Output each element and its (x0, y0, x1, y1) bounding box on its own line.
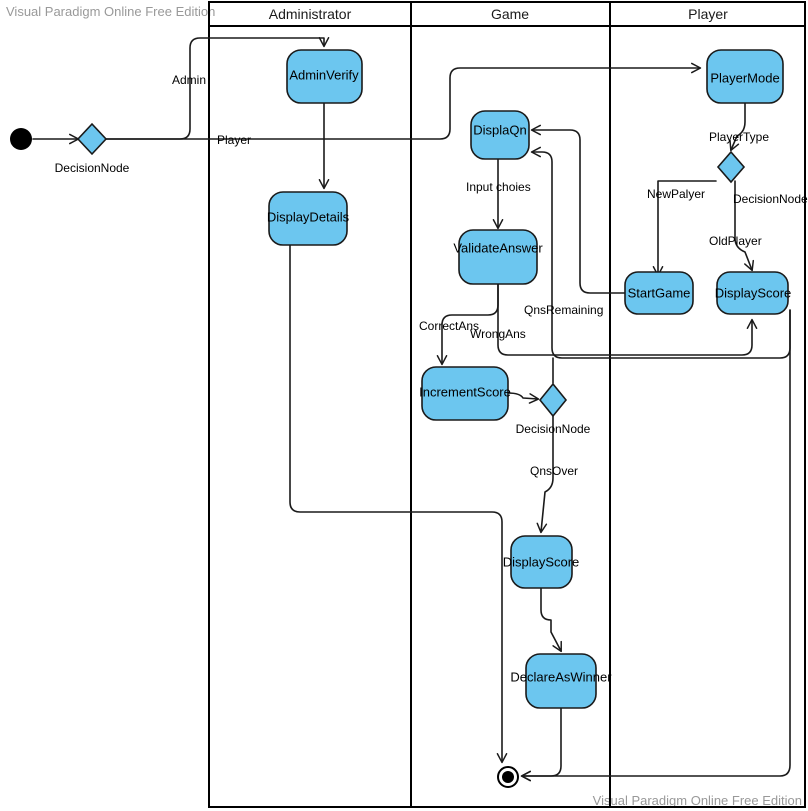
decision-player-type-diamond[interactable] (716, 150, 746, 184)
flow-displayscore-game-to-declareaswinner (540, 587, 562, 653)
initial-node-circle[interactable] (10, 128, 32, 150)
edge-label-wrong-ans: WrongAns (470, 327, 526, 341)
display-details-shape[interactable] (268, 191, 348, 246)
node-increment-score[interactable]: IncrementScore (419, 366, 511, 421)
edge-label-player-type: PlayerType (709, 130, 769, 144)
node-display-score-player[interactable]: DisplayScore (715, 271, 792, 315)
increment-score-shape[interactable] (421, 366, 509, 421)
flow-decision-oldplayer-to-displayscore (734, 180, 755, 272)
flow-validateanswer-wrongans-to-displayscore-player (497, 283, 758, 356)
lane-title-game: Game (491, 6, 529, 22)
node-declare-as-winner[interactable]: DeclareAsWinner (510, 653, 612, 709)
flow-playermode-to-decision (729, 102, 746, 152)
edge-label-correct-ans: CorrectAns (419, 319, 479, 333)
node-display-details[interactable]: DisplayDetails (267, 191, 350, 246)
decision-diamond[interactable] (76, 122, 108, 156)
display-score-player-label: DisplayScore (715, 285, 792, 300)
final-node-inner-dot (502, 771, 514, 783)
node-display-score-game[interactable]: DisplayScore (503, 535, 580, 589)
admin-verify-label: AdminVerify (289, 67, 359, 82)
decision-player-type-label: DecisionNode (733, 192, 808, 206)
flow-declareaswinner-to-end (520, 707, 562, 782)
lane-title-administrator: Administrator (269, 6, 352, 22)
displa-qn-shape[interactable] (470, 110, 530, 160)
flow-displaydetails-to-end (289, 244, 508, 764)
validate-answer-label: ValidateAnswer (453, 240, 543, 255)
edge-label-admin: Admin (172, 73, 206, 87)
node-decision-entry[interactable]: DecisionNode (55, 122, 130, 175)
node-validate-answer[interactable]: ValidateAnswer (453, 229, 543, 285)
player-mode-shape[interactable] (706, 49, 784, 104)
edge-label-new-player: NewPalyer (647, 187, 705, 201)
display-score-game-shape[interactable] (510, 535, 573, 589)
node-decision-qns[interactable]: DecisionNode (516, 382, 591, 436)
admin-verify-shape[interactable] (286, 49, 363, 104)
decision-entry-label: DecisionNode (55, 161, 130, 175)
flow-decision-qnsover-to-displayscore-game (536, 415, 554, 534)
declare-as-winner-shape[interactable] (525, 653, 597, 709)
start-game-label: StartGame (628, 285, 691, 300)
display-score-game-label: DisplayScore (503, 554, 580, 569)
lane-body-player (609, 25, 806, 808)
edge-label-qns-over: QnsOver (530, 464, 578, 478)
node-initial[interactable] (10, 128, 32, 150)
watermark-top-left: Visual Paradigm Online Free Edition (6, 4, 215, 19)
watermark-bottom-right: Visual Paradigm Online Free Edition (593, 793, 802, 808)
node-final[interactable] (497, 766, 519, 788)
decision-qns-diamond[interactable] (538, 382, 568, 418)
node-displa-qn[interactable]: DisplaQn (470, 110, 530, 160)
display-details-label: DisplayDetails (267, 209, 350, 224)
node-start-game[interactable]: StartGame (624, 271, 694, 315)
flow-decision-newplayer-to-startgame (652, 180, 717, 277)
swimlane-player: Player (609, 1, 806, 808)
flow-incrementscore-to-decision (507, 392, 540, 404)
decision-qns-label: DecisionNode (516, 422, 591, 436)
edge-label-old-player: OldPlayer (709, 234, 762, 248)
flow-displayscore-player-to-end (520, 309, 791, 782)
declare-as-winner-label: DeclareAsWinner (510, 669, 612, 684)
swimlane-administrator: Administrator (208, 1, 412, 808)
edge-label-player: Player (217, 133, 251, 147)
edge-label-input-choices: Input choies (466, 180, 531, 194)
display-score-player-shape[interactable] (716, 271, 789, 315)
lane-title-player: Player (688, 6, 728, 22)
node-admin-verify[interactable]: AdminVerify (286, 49, 363, 104)
node-decision-player-type[interactable]: DecisionNode (716, 150, 808, 206)
flow-startgame-to-displaqn (530, 124, 626, 294)
flow-decision-player-to-playermode (105, 62, 702, 140)
player-mode-label: PlayerMode (710, 70, 779, 85)
validate-answer-shape[interactable] (458, 229, 538, 285)
displa-qn-label: DisplaQn (473, 122, 526, 137)
increment-score-label: IncrementScore (419, 384, 511, 399)
start-game-shape[interactable] (624, 271, 694, 315)
edge-label-qns-remaining: QnsRemaining (524, 303, 603, 317)
node-player-mode[interactable]: PlayerMode (706, 49, 784, 104)
